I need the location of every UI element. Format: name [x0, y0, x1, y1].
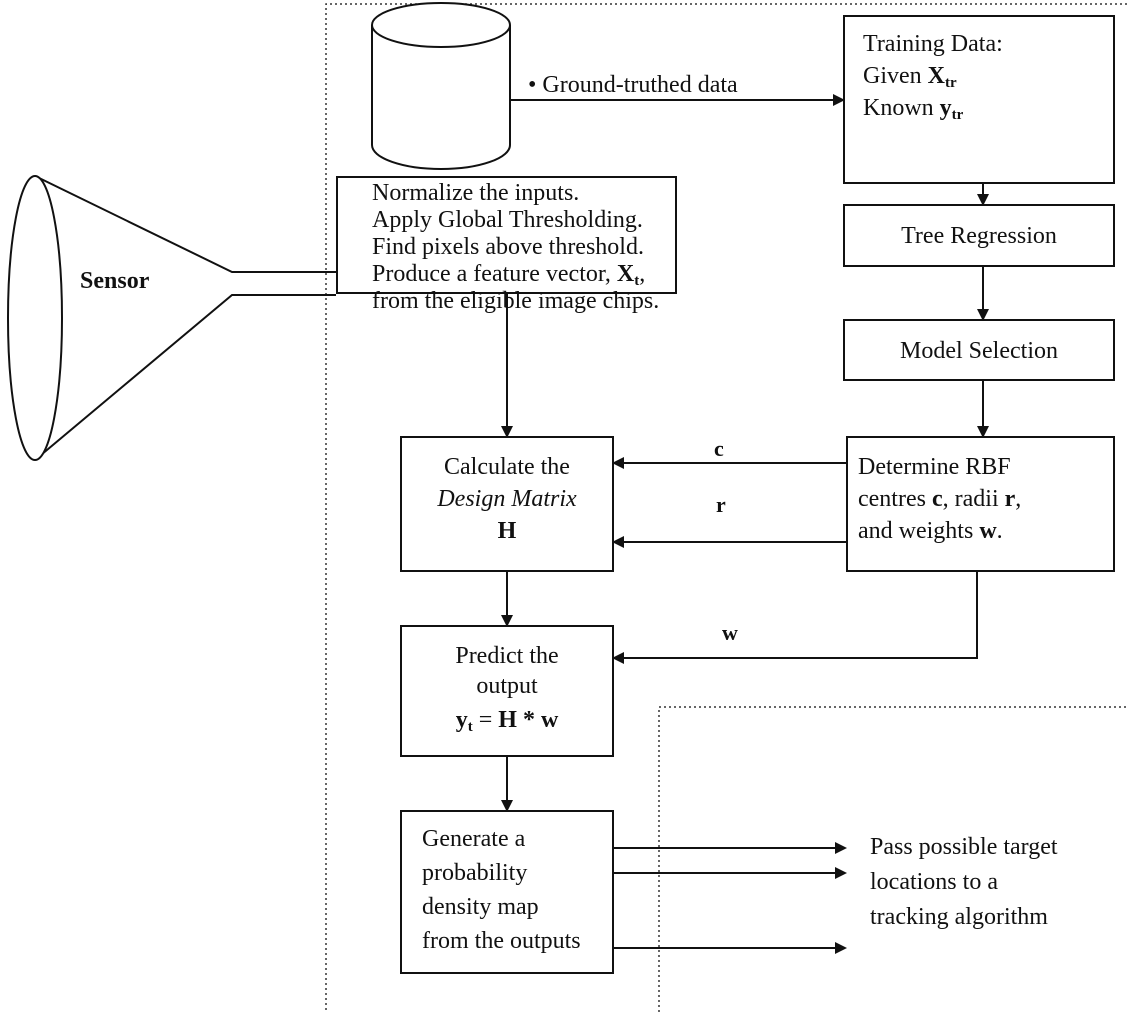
edge-label-w: w — [722, 620, 738, 645]
tree-regression-label: Tree Regression — [901, 223, 1057, 249]
predict-eq-H: H — [498, 707, 517, 733]
training-title: Training Data: — [863, 31, 1003, 57]
region-boundary-outer — [325, 3, 1127, 1010]
output-line-2: locations to a — [870, 869, 998, 895]
predict-eq-sub: t — [467, 719, 473, 735]
training-given-sub: tr — [945, 75, 957, 91]
rbf-line-3-end: . — [996, 518, 1003, 544]
design-matrix-box: Calculate the Design Matrix H — [400, 436, 614, 572]
rbf-var-r: r — [1004, 486, 1016, 512]
training-given-var: X — [927, 63, 945, 89]
edge-label-c: c — [714, 436, 724, 461]
rbf-line-1: Determine RBF — [858, 454, 1011, 480]
training-given: Given Xtr — [863, 61, 957, 94]
sensor-label: Sensor — [80, 268, 150, 294]
normalize-line-5: from the eligible image chips. — [372, 288, 660, 314]
design-line-2: Design Matrix — [437, 486, 577, 512]
rbf-var-w: w — [979, 518, 997, 544]
ground-truthed-label-text: Ground-truthed data — [542, 72, 738, 98]
tree-regression-box: Tree Regression — [843, 204, 1115, 267]
predict-eq-y: y — [455, 707, 468, 733]
output-line-3: tracking algorithm — [870, 904, 1048, 930]
design-line-1: Calculate the — [444, 454, 570, 480]
training-known-sub: tr — [951, 107, 964, 123]
normalize-line-4-suffix: , — [639, 261, 646, 287]
database-icon — [371, 2, 511, 170]
model-selection-box: Model Selection — [843, 319, 1115, 381]
normalize-line-1: Normalize the inputs. — [372, 180, 580, 206]
normalize-feature-sub: t — [634, 273, 640, 289]
region-boundary-inner — [658, 706, 1127, 1012]
sensor-icon — [7, 175, 336, 461]
predict-eq-equals: = — [472, 707, 499, 733]
ground-truthed-edge-label: • Ground-truthed data — [528, 70, 738, 100]
predict-line-1: Predict the — [455, 643, 559, 669]
model-selection-label: Model Selection — [900, 338, 1058, 364]
rbf-box: Determine RBF centres c, radii r, and we… — [846, 436, 1115, 572]
normalize-line-3: Find pixels above threshold. — [372, 234, 644, 260]
training-known-prefix: Known — [863, 95, 940, 121]
normalize-line-4: Produce a feature vector, Xt, — [372, 259, 645, 292]
generate-line-3: density map — [422, 894, 539, 920]
rbf-var-c: c — [931, 486, 943, 512]
edge-label-r: r — [716, 492, 726, 517]
training-known-var: y — [939, 95, 952, 121]
normalize-line-4-prefix: Produce a feature vector, — [372, 261, 617, 287]
training-data-box: Training Data: Given Xtr Known ytr — [843, 15, 1115, 184]
rbf-line-2-a: centres — [858, 486, 932, 512]
rbf-line-3: and weights w. — [858, 516, 1003, 546]
training-given-prefix: Given — [863, 63, 928, 89]
edge-bullet: • — [528, 72, 543, 98]
normalize-line-2: Apply Global Thresholding. — [372, 207, 643, 233]
predict-equation: yt = H * w — [402, 705, 612, 738]
normalize-box: Normalize the inputs. Apply Global Thres… — [336, 176, 677, 314]
rbf-line-2-b: , radii — [942, 486, 1005, 512]
generate-line-1: Generate a — [422, 826, 526, 852]
generate-box: Generate a probability density map from … — [400, 810, 614, 974]
rbf-line-3-a: and weights — [858, 518, 980, 544]
output-line-1: Pass possible target — [870, 834, 1058, 860]
generate-line-2: probability — [422, 860, 528, 886]
rbf-line-2: centres c, radii r, — [858, 484, 1021, 514]
normalize-feature-var: X — [616, 261, 635, 287]
predict-eq-star: * — [516, 707, 541, 733]
generate-line-4: from the outputs — [422, 928, 581, 954]
predict-box: Predict the output yt = H * w — [400, 625, 614, 757]
predict-line-2: output — [476, 673, 538, 699]
arrow-rbf-to-predict-w — [612, 571, 978, 664]
rbf-line-2-end: , — [1015, 486, 1022, 512]
design-line-3: H — [497, 518, 517, 544]
predict-eq-w: w — [540, 707, 559, 733]
training-known: Known ytr — [863, 93, 963, 126]
